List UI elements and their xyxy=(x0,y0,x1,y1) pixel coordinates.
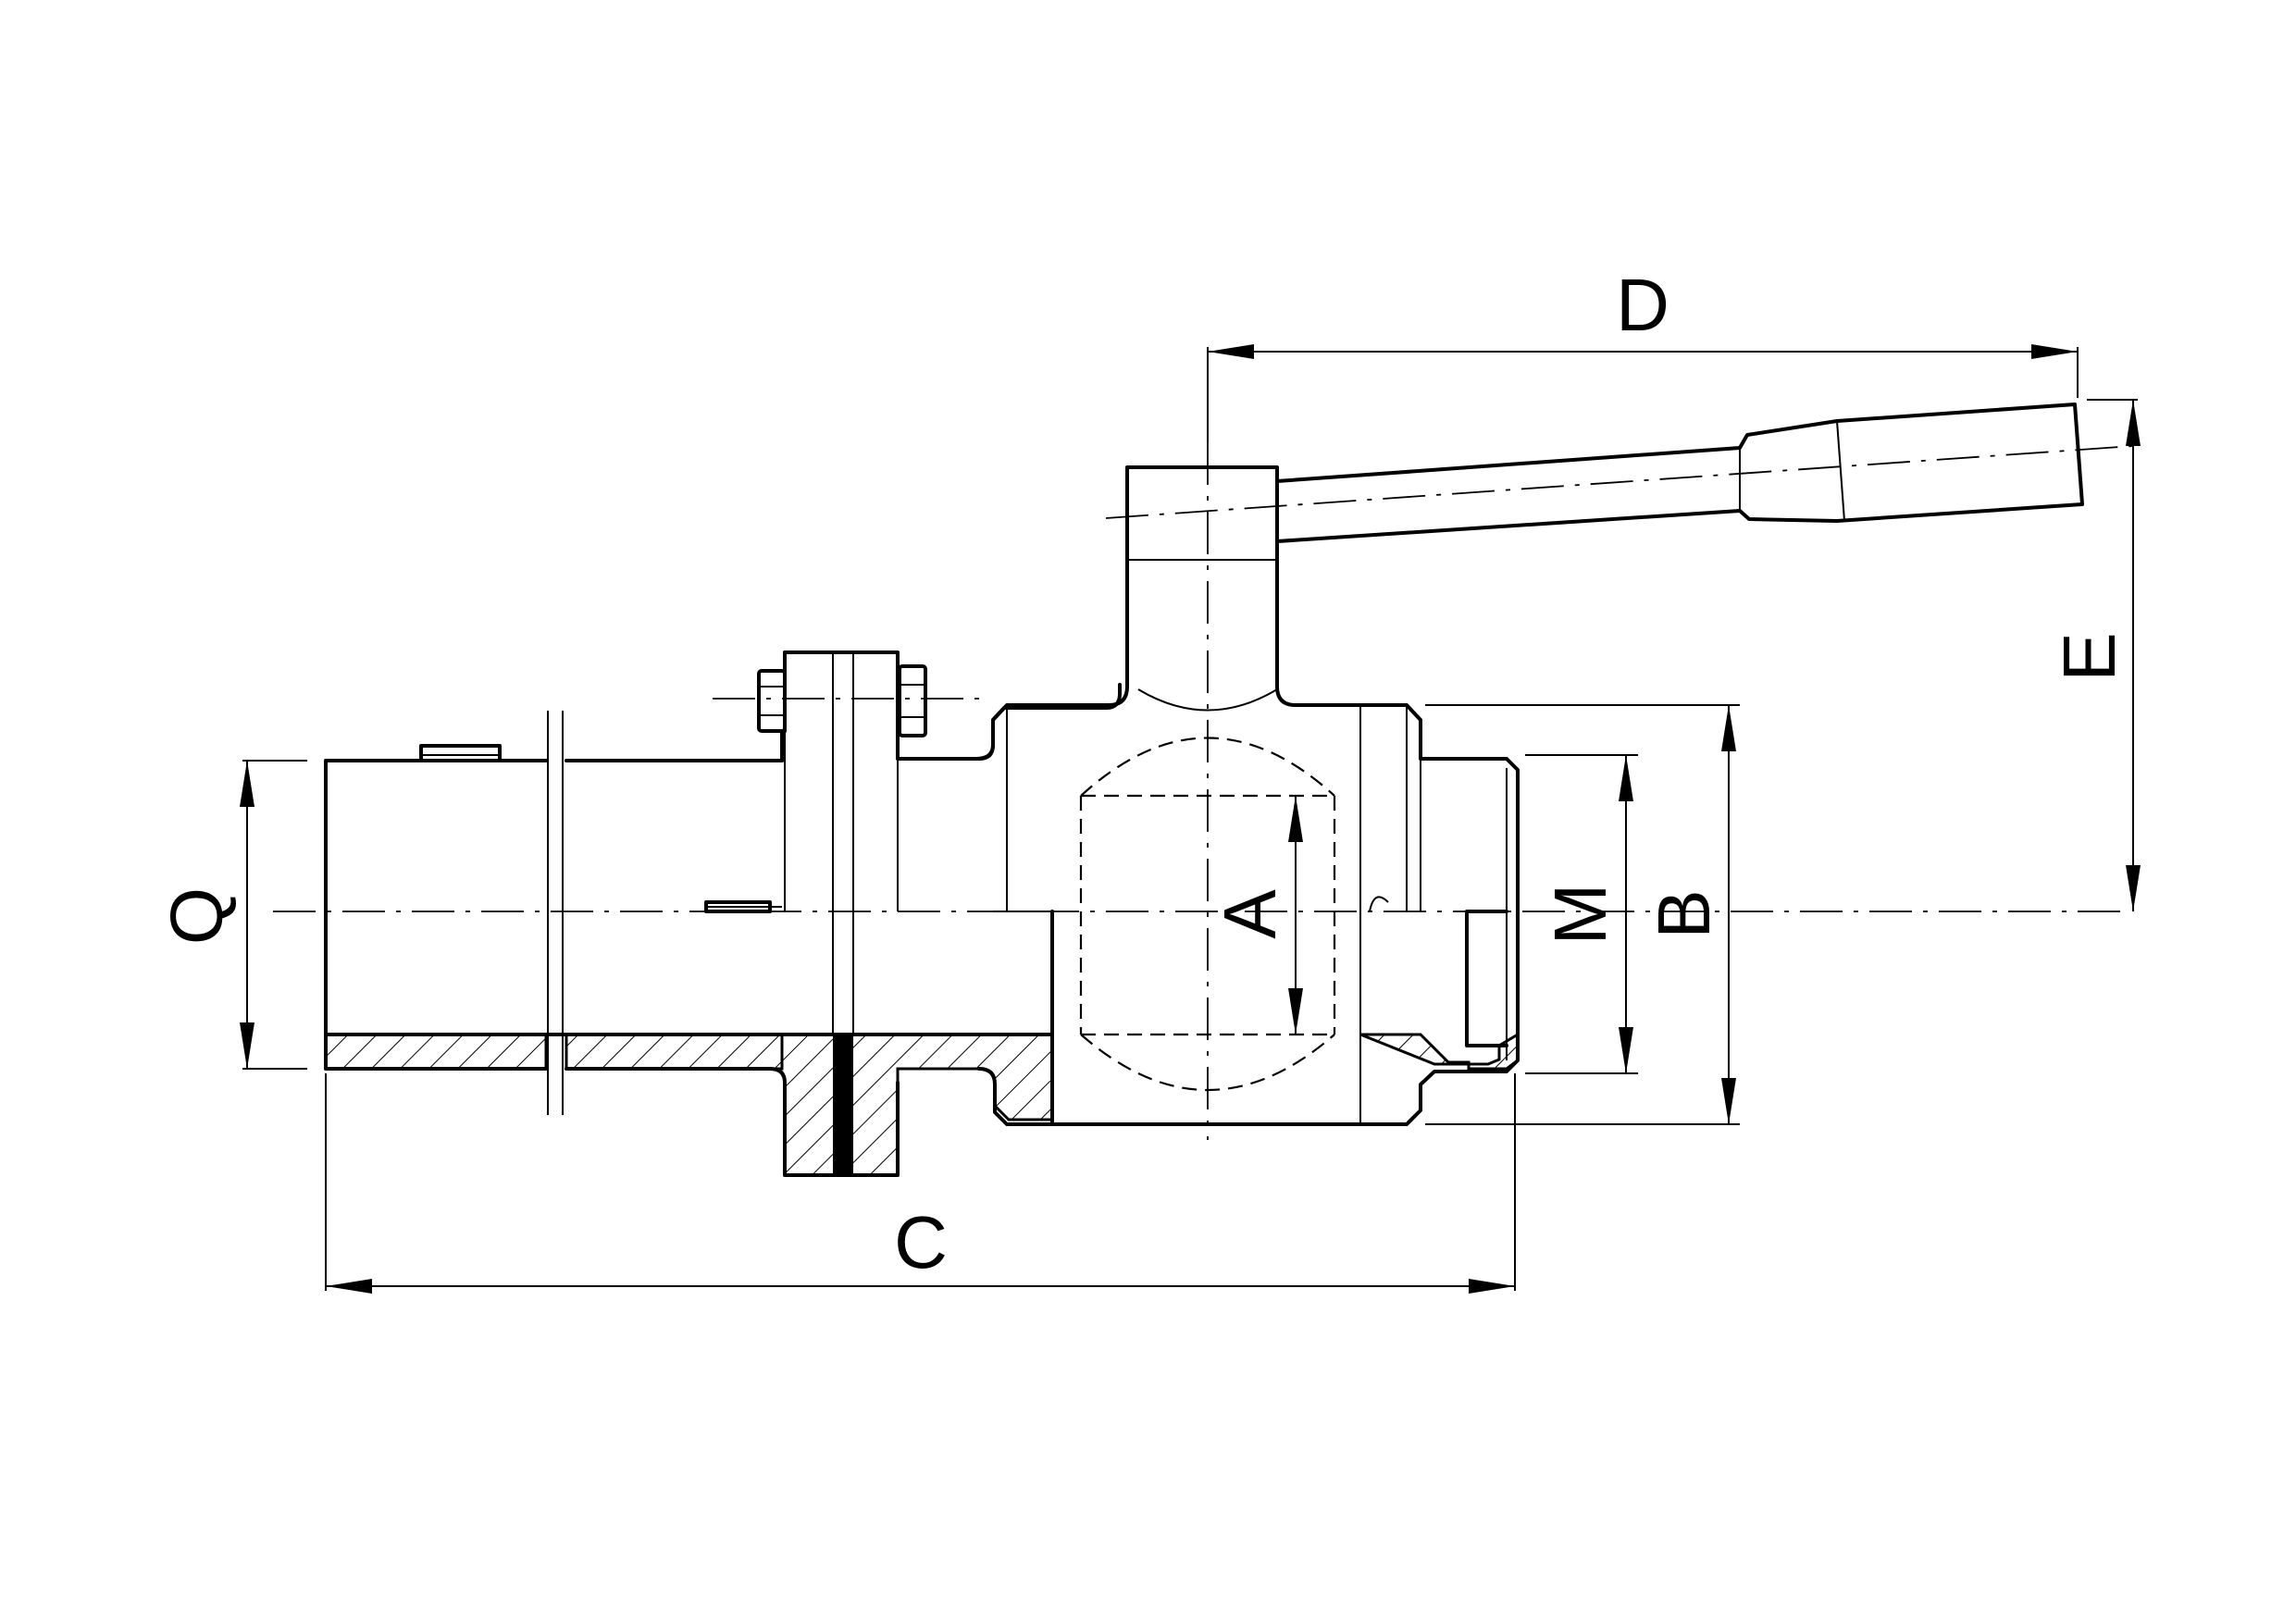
dim-label-b: B xyxy=(1643,889,1725,938)
dim-e: E xyxy=(2048,399,2141,911)
handle-grip-joint-2 xyxy=(1836,420,1845,522)
pipe-break-marks xyxy=(547,711,564,1115)
dim-a: A xyxy=(1209,796,1303,1035)
dim-d: D xyxy=(1207,264,2079,442)
dim-label-q: Q xyxy=(155,887,238,945)
gasket-section xyxy=(833,1035,853,1175)
dim-label-d: D xyxy=(1616,264,1669,346)
dim-label-e: E xyxy=(2048,632,2130,681)
ball-top-arc xyxy=(1080,737,1335,797)
left-nut xyxy=(757,669,787,733)
dim-label-a: A xyxy=(1209,889,1291,939)
pipe-tab-slot xyxy=(420,754,501,762)
valve-body xyxy=(974,465,1520,1126)
handle-lever xyxy=(1275,403,2084,543)
stem-neck-arc xyxy=(1137,688,1278,712)
section-hatching xyxy=(324,1032,1520,1177)
dim-q: Q xyxy=(155,760,307,1070)
pipe-top-edge xyxy=(324,759,548,1071)
ball-bottom-arc xyxy=(1080,1034,1335,1091)
pipe-wall-section xyxy=(324,1033,784,1071)
body-right-section xyxy=(1359,1032,1520,1071)
dim-m: M xyxy=(1525,754,1638,1074)
pipe-left xyxy=(324,711,1054,1115)
seat-arc xyxy=(1369,896,1389,912)
ball-hidden xyxy=(1079,737,1336,1091)
dim-c: C xyxy=(325,1073,1516,1294)
dim-label-m: M xyxy=(1539,884,1621,946)
flange-lower-outline xyxy=(768,1067,900,1177)
body-outline xyxy=(974,465,1520,1126)
nut-end-bore xyxy=(1465,910,1508,1047)
right-nut xyxy=(898,664,927,737)
flange-section xyxy=(769,1033,1054,1177)
handle xyxy=(1275,403,2084,543)
pipe-tab xyxy=(419,744,502,762)
dimensions: Q C D E xyxy=(155,264,2141,1294)
dim-label-c: C xyxy=(894,1201,948,1283)
dim-b: B xyxy=(1425,704,1740,1125)
pipe-inner-lip xyxy=(704,900,772,913)
